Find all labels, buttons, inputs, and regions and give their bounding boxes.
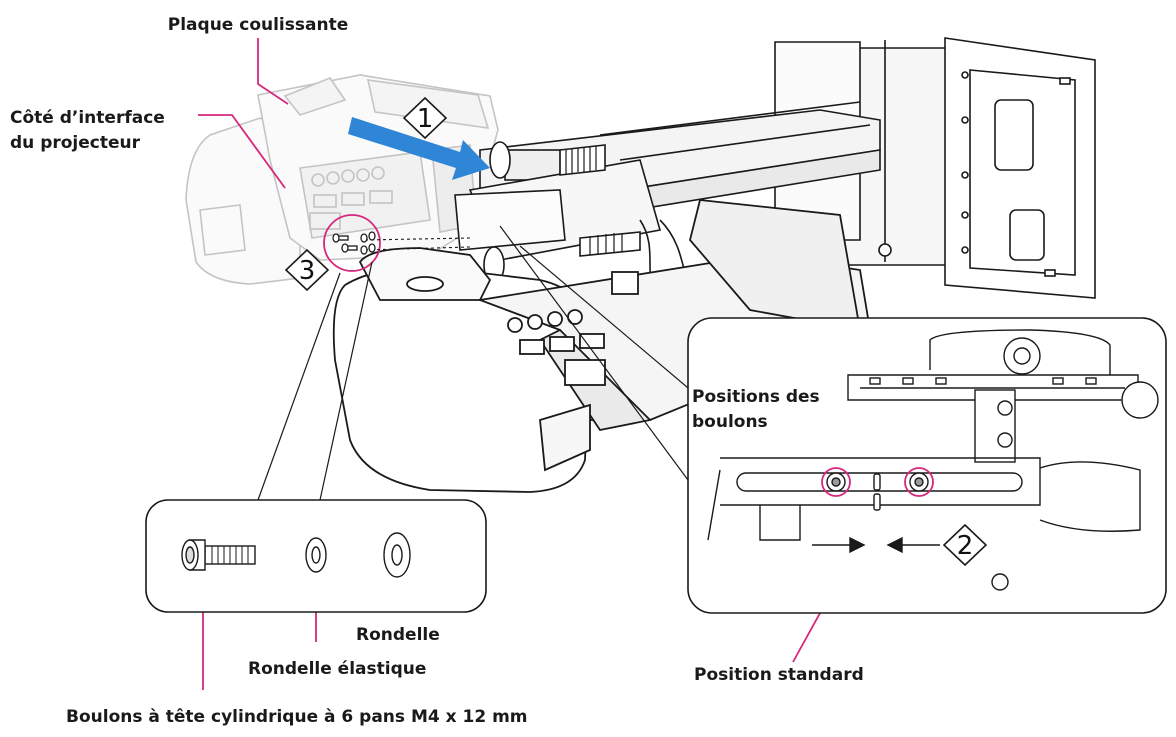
label-spring-washer: Rondelle élastique <box>248 659 426 679</box>
wall-plate <box>774 37 1096 299</box>
label-interface-side-2: du projecteur <box>10 133 141 153</box>
detail-box-hardware <box>145 499 487 613</box>
loose-bolts <box>332 231 376 255</box>
step-3-badge: 3 <box>284 248 330 292</box>
hex-bolt-icon <box>181 539 256 571</box>
spring-washer-icon <box>305 537 327 573</box>
step-2-badge: 2 <box>942 523 988 567</box>
svg-text:2: 2 <box>957 531 974 561</box>
label-bolt-positions-1: Positions des <box>692 387 820 407</box>
step-1-badge: 1 <box>402 96 448 140</box>
label-hex-bolts: Boulons à tête cylindrique à 6 pans M4 x… <box>66 707 528 727</box>
label-standard-position: Position standard <box>694 665 864 685</box>
label-slide-plate: Plaque coulissante <box>168 15 348 35</box>
svg-text:3: 3 <box>299 256 316 286</box>
slide-direction-arrow <box>348 117 490 180</box>
detail-box-bolt-positions <box>687 317 1167 614</box>
label-interface-side-1: Côté d’interface <box>10 108 165 128</box>
label-washer: Rondelle <box>356 625 440 645</box>
svg-text:1: 1 <box>417 104 434 134</box>
adjust-arrows <box>812 536 940 554</box>
label-bolt-positions-2: boulons <box>692 412 768 432</box>
washer-icon <box>383 532 411 578</box>
projector <box>332 199 872 493</box>
